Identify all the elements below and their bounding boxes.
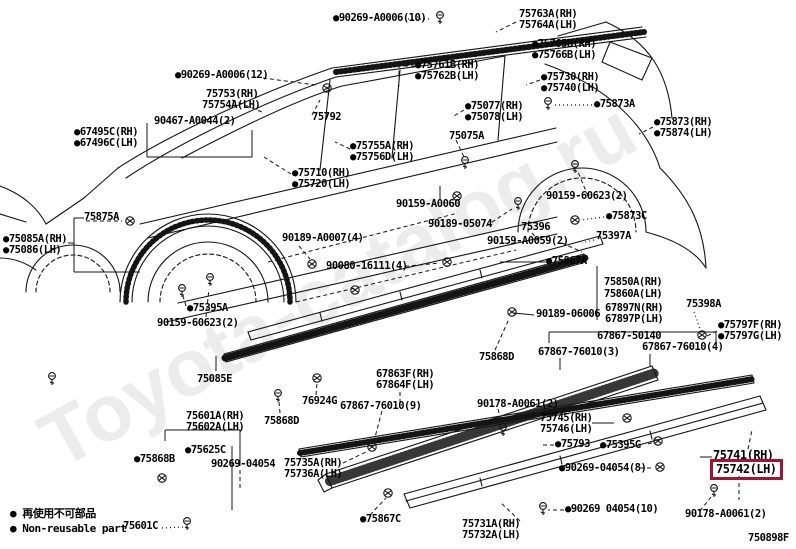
part-label[interactable]: 75875A [84, 211, 119, 223]
part-label[interactable]: ●90269-A0006(10) [333, 12, 427, 24]
part-label[interactable]: 67867-76010(4) [642, 341, 724, 353]
part-label[interactable]: 76924G [302, 395, 337, 407]
part-label[interactable]: ●75077(RH) [465, 100, 524, 112]
part-label[interactable]: ●75078(LH) [465, 111, 524, 123]
part-label[interactable]: 90159-A0059(2) [487, 235, 569, 247]
part-label[interactable]: 75763A(RH) [519, 8, 578, 20]
part-label[interactable]: ●67495C(RH) [74, 126, 139, 138]
part-label[interactable]: ●75740(LH) [541, 82, 600, 94]
part-label[interactable]: 75085E [197, 373, 232, 385]
part-label[interactable]: 90159-60623(2) [157, 317, 239, 329]
part-label[interactable]: ●75868B [134, 453, 175, 465]
part-label[interactable]: 67867-76010(3) [538, 346, 620, 358]
part-label[interactable]: 75792 [312, 111, 342, 123]
part-label[interactable]: 75860A(LH) [604, 288, 663, 300]
part-label[interactable]: 75735A(RH) [284, 457, 343, 469]
part-label[interactable]: ●75625C [185, 444, 226, 456]
legend-non-reusable-en: ● Non-reusable part [10, 522, 127, 535]
part-label[interactable]: 75754A(LH) [202, 99, 261, 111]
part-label[interactable]: ●75873C [606, 210, 647, 222]
part-label[interactable]: 90178-A0061(2) [477, 398, 559, 410]
part-label[interactable]: ●75762B(LH) [415, 70, 480, 82]
part-label[interactable]: 75602A(LH) [186, 421, 245, 433]
part-label[interactable]: 67897N(RH) [605, 302, 664, 314]
part-label[interactable]: ●75710(RH) [292, 167, 351, 179]
part-label[interactable]: 90159-60623(2) [546, 190, 628, 202]
part-label[interactable]: ●75867C [360, 513, 401, 525]
part-label[interactable]: 67863F(RH) [376, 368, 435, 380]
part-label[interactable]: ●75720(LH) [292, 178, 351, 190]
part-label[interactable]: 75868D [479, 351, 514, 363]
part-label[interactable]: ●75395G [600, 439, 641, 451]
part-label[interactable]: ●75766B(LH) [532, 49, 597, 61]
part-label[interactable]: 75075A [449, 130, 484, 142]
part-label[interactable]: 75741(RH) [713, 448, 774, 462]
part-label[interactable]: 67897P(LH) [605, 313, 664, 325]
part-label[interactable]: ●75730(RH) [541, 71, 600, 83]
part-label[interactable]: ●75765B(RH) [532, 38, 597, 50]
part-label[interactable]: 75397A [596, 230, 631, 242]
part-label[interactable]: 90269-04054 [211, 458, 276, 470]
part-label[interactable]: 75736A(LH) [284, 468, 343, 480]
part-label[interactable]: 75850A(RH) [604, 276, 663, 288]
part-label[interactable]: 90189-05074 [428, 218, 493, 230]
part-label[interactable]: 67867-76010(9) [340, 400, 422, 412]
part-label[interactable]: 75745(RH) [540, 412, 593, 424]
diagram-code: 750898F [748, 532, 789, 544]
part-label[interactable]: ●75086(LH) [3, 244, 62, 256]
part-label[interactable]: ●90269-04054(8) [559, 462, 647, 474]
legend: ● 再使用不可部品 ● Non-reusable part [10, 506, 127, 536]
part-label[interactable]: ●75793 [555, 438, 590, 450]
part-label[interactable]: 75746(LH) [540, 423, 593, 435]
part-label[interactable]: ●75085A(RH) [3, 233, 68, 245]
part-label[interactable]: 75398A [686, 298, 721, 310]
part-label[interactable]: 75868D [264, 415, 299, 427]
part-label[interactable]: ●90269-A0006(12) [175, 69, 269, 81]
part-label[interactable]: ●75874(LH) [654, 127, 713, 139]
part-label[interactable]: 75396 [521, 221, 551, 233]
part-label[interactable]: 75732A(LH) [462, 529, 521, 541]
part-label[interactable]: 90189-06006 [536, 308, 601, 320]
part-label[interactable]: 75764A(LH) [519, 19, 578, 31]
part-label[interactable]: 75731A(RH) [462, 518, 521, 530]
part-label[interactable]: 75601A(RH) [186, 410, 245, 422]
part-label[interactable]: ●75761B(RH) [415, 59, 480, 71]
part-label[interactable]: ●75755A(RH) [350, 140, 415, 152]
part-label[interactable]: 90178-A0061(2) [685, 508, 767, 520]
part-label[interactable]: ●75873A [594, 98, 635, 110]
part-label[interactable]: ●90269 04054(10) [565, 503, 659, 515]
part-label-highlighted[interactable]: 75742(LH) [710, 459, 783, 480]
part-label[interactable]: 90189-A0007(4) [282, 232, 364, 244]
part-label[interactable]: ●75395A [187, 302, 228, 314]
part-label[interactable]: 67867-50140 [597, 330, 662, 342]
part-label[interactable]: ●75867A [546, 255, 587, 267]
part-label[interactable]: ●67496C(LH) [74, 137, 139, 149]
part-label[interactable]: 75753(RH) [206, 88, 259, 100]
part-label[interactable]: ●75756D(LH) [350, 151, 415, 163]
part-label[interactable]: 90080-16111(4) [326, 260, 408, 272]
part-label[interactable]: 67864F(LH) [376, 379, 435, 391]
part-label[interactable]: ●75873(RH) [654, 116, 713, 128]
part-label[interactable]: 90159-A0060 [396, 198, 461, 210]
part-label[interactable]: ●75797F(RH) [718, 319, 783, 331]
legend-non-reusable-jp: ● 再使用不可部品 [10, 507, 96, 520]
part-label[interactable]: 75601C [123, 520, 158, 532]
part-label[interactable]: ●75797G(LH) [718, 330, 783, 342]
part-label[interactable]: 90467-A0044(2) [154, 115, 236, 127]
